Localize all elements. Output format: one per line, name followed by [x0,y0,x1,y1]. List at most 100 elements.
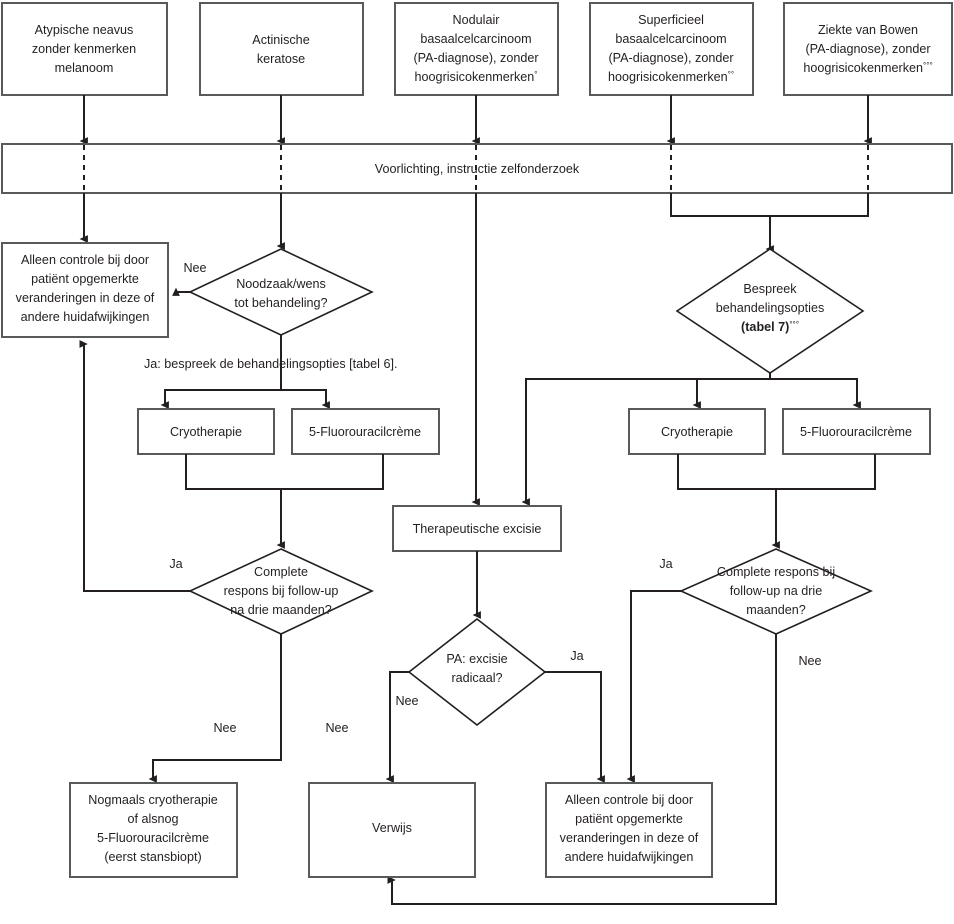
svg-text:5-Fluorouracilcrème: 5-Fluorouracilcrème [309,425,421,439]
node-text-line: basaalcelcarcinoom [420,32,531,46]
decision-complete-respons-left[interactable]: Complete respons bij follow-up na drie m… [188,548,374,635]
node-text-line: na drie maanden? [230,603,332,617]
node-text-line: Alleen controle bij door [21,253,149,267]
node-text-line: Nodulair [453,13,500,27]
node-text-line: Noodzaak/wens [236,277,326,291]
edge-left-followup-ja: Ja [79,340,190,592]
decision-complete-respons-right[interactable]: Complete respons bij follow-up na drie m… [679,548,873,635]
node-alleen-controle-right[interactable]: Alleen controle bij door patiënt opgemer… [545,782,713,878]
node-verwijs[interactable]: Verwijs [308,782,476,878]
edges-right-treatments-merge [677,454,876,549]
node-text-line: Complete [254,565,308,579]
node-text-line: radicaal? [451,671,502,685]
svg-text:Nogmaals cryotherapie: Nogmaals cryotherapie [88,793,218,807]
node-text-line: (PA-diagnose), zonder [805,42,930,56]
edge-label-nee: Nee [183,261,206,275]
svg-text:patiënt opgemerkte: patiënt opgemerkte [575,812,683,826]
svg-text:(PA-diagnose), zonder: (PA-diagnose), zonder [608,51,733,65]
banner-passthrough-lines [83,145,869,192]
node-fluorouracilcreme-left[interactable]: 5-Fluorouracilcrème [291,408,440,455]
top-node-ziekte-van-bowen[interactable]: Ziekte van Bowen (PA-diagnose), zonder h… [783,2,953,96]
svg-text:respons bij follow-up: respons bij follow-up [224,584,339,598]
node-label: Verwijs [372,821,412,835]
node-text-line: hoogrisicokenmerken [803,61,923,75]
node-text-line: andere huidafwijkingen [565,850,694,864]
edge-label-nee-b: Nee [325,721,348,735]
footnote-marker: ° [534,70,537,79]
svg-text:Nodulair: Nodulair [453,13,500,27]
footnote-marker: °°° [923,61,933,70]
svg-text:veranderingen in deze of: veranderingen in deze of [16,291,155,305]
svg-text:radicaal?: radicaal? [451,671,502,685]
svg-text:Cryotherapie: Cryotherapie [661,425,733,439]
svg-text:basaalcelcarcinoom: basaalcelcarcinoom [420,32,531,46]
node-text-line-bold: (tabel 7) [741,320,789,334]
edges-top-to-banner [79,95,872,145]
svg-text:andere huidafwijkingen: andere huidafwijkingen [21,310,150,324]
top-node-superficieel-bcc[interactable]: Superficieel basaalcelcarcinoom (PA-diag… [589,2,754,96]
edge-label-ja: Ja [169,557,182,571]
node-text-line: patiënt opgemerkte [31,272,139,286]
node-text-line: behandelingsopties [716,301,825,315]
edge-pa-ja: Ja [545,649,605,783]
node-text-line: melanoom [55,61,114,75]
edge-label-nee-a: Nee [213,721,236,735]
edge-pa-nee: Nee [385,671,419,783]
svg-text:Superficieel: Superficieel [638,13,704,27]
edge-noodzaak-nee: Nee [172,261,207,296]
svg-text:hoogrisicokenmerken°°°: hoogrisicokenmerken°°° [803,61,932,76]
svg-text:(eerst stansbiopt): (eerst stansbiopt) [104,850,201,864]
node-text-line: 5-Fluorouracilcrème [97,831,209,845]
svg-text:(PA-diagnose), zonder: (PA-diagnose), zonder [805,42,930,56]
node-text-line: (PA-diagnose), zonder [608,51,733,65]
edge-right-followup-nee: Nee [387,634,822,905]
svg-text:veranderingen in deze of: veranderingen in deze of [560,831,699,845]
node-text-line: respons bij follow-up [224,584,339,598]
node-text-line: hoogrisicokenmerken [415,70,535,84]
node-text-line: veranderingen in deze of [560,831,699,845]
node-cryotherapie-right[interactable]: Cryotherapie [628,408,766,455]
node-fluorouracilcreme-right[interactable]: 5-Fluorouracilcrème [782,408,931,455]
node-label: Cryotherapie [170,425,242,439]
top-node-nodulair-bcc[interactable]: Nodulair basaalcelcarcinoom (PA-diagnose… [394,2,559,96]
node-text-line: Bespreek [743,282,797,296]
decision-bespreek-behandelingsopties[interactable]: Bespreek behandelingsopties (tabel 7)°°° [675,248,865,374]
node-text-line: patiënt opgemerkte [575,812,683,826]
svg-text:Alleen controle bij door: Alleen controle bij door [565,793,693,807]
node-text-line: (eerst stansbiopt) [104,850,201,864]
edge-label-ja-behandelingsopties: Ja: bespreek de behandelingsopties [tabe… [144,357,397,371]
svg-text:Cryotherapie: Cryotherapie [170,425,242,439]
node-text-line: of alsnog [127,812,178,826]
top-node-atypische-naevus[interactable]: Atypische neavus zonder kenmerken melano… [1,2,168,96]
edge-label-ja-pa: Ja [570,649,583,663]
node-text-line: follow-up na drie [730,584,822,598]
decision-pa-excisie-radicaal[interactable]: PA: excisie radicaal? [407,617,547,727]
svg-text:Verwijs: Verwijs [372,821,412,835]
top-node-actinische-keratose[interactable]: Actinische keratose [199,2,364,96]
node-text-line: keratose [257,52,305,66]
banner-label: Voorlichting, instructie zelfonderzoek [375,162,580,176]
edge-merge-to-bespreek [670,193,869,253]
node-text-line: veranderingen in deze of [16,291,155,305]
node-text-line: basaalcelcarcinoom [615,32,726,46]
svg-text:melanoom: melanoom [55,61,114,75]
node-label: 5-Fluorouracilcrème [309,425,421,439]
decision-noodzaak-wens[interactable]: Noodzaak/wens tot behandeling? [188,248,374,336]
svg-text:basaalcelcarcinoom: basaalcelcarcinoom [615,32,726,46]
edge-noodzaak-ja: Ja: bespreek de behandelingsopties [tabe… [144,335,397,409]
node-alleen-controle-left[interactable]: Alleen controle bij door patiënt opgemer… [1,242,169,338]
node-text-line: Complete respons bij [717,565,835,579]
edges-bespreek-branches [521,373,861,506]
svg-text:na drie maanden?: na drie maanden? [230,603,332,617]
svg-text:Complete: Complete [254,565,308,579]
node-therapeutische-excisie[interactable]: Therapeutische excisie [392,505,562,552]
node-cryotherapie-left[interactable]: Cryotherapie [137,408,275,455]
node-text-line: maanden? [746,603,806,617]
edge-left-followup-nee: Nee Nee [148,634,391,783]
svg-text:Voorlichting, instructie zelfo: Voorlichting, instructie zelfonderzoek [375,162,580,176]
svg-text:Ziekte van Bowen: Ziekte van Bowen [818,23,918,37]
footnote-marker: °°° [789,320,799,329]
node-nogmaals-cryotherapie[interactable]: Nogmaals cryotherapie of alsnog 5-Fluoro… [69,782,238,878]
svg-text:follow-up na drie: follow-up na drie [730,584,822,598]
